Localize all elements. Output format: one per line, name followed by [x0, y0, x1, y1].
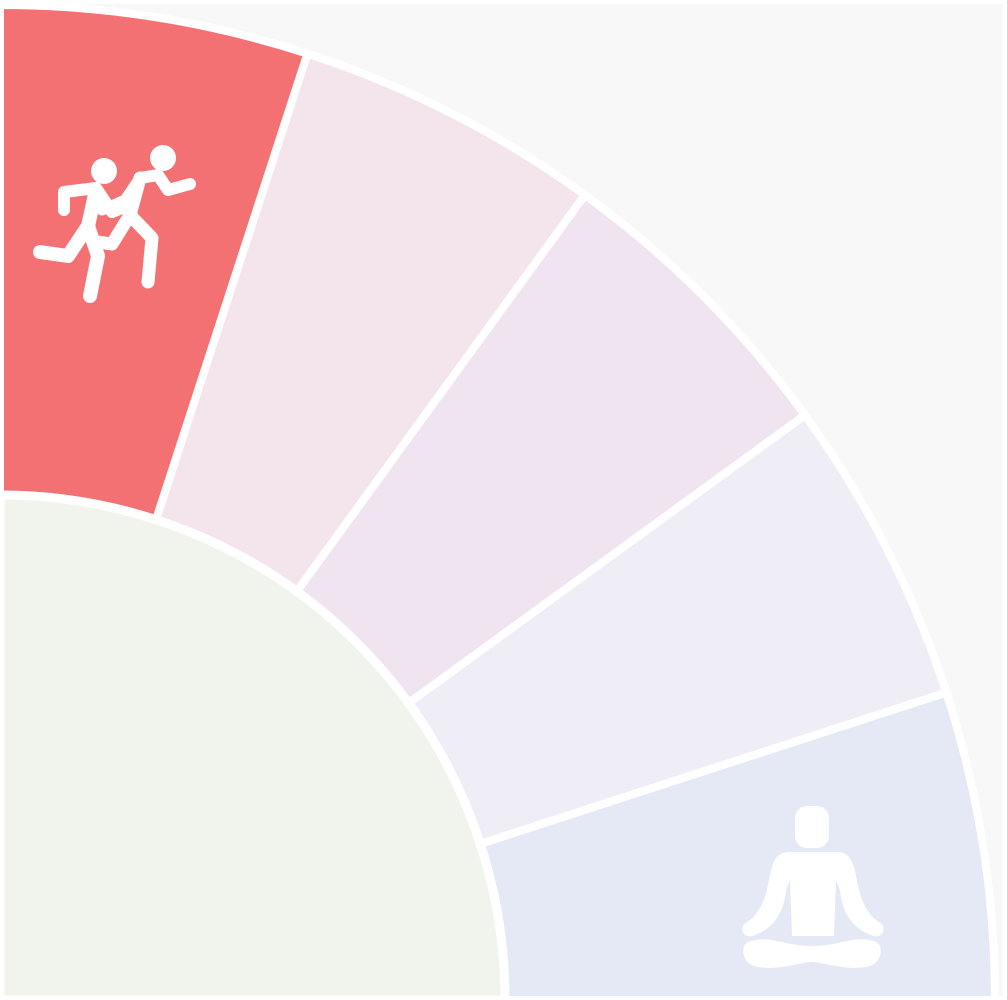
running-people-icon: [33, 145, 196, 303]
center-quarter-disc: [0, 490, 510, 1000]
meditation-icon: [742, 806, 884, 968]
